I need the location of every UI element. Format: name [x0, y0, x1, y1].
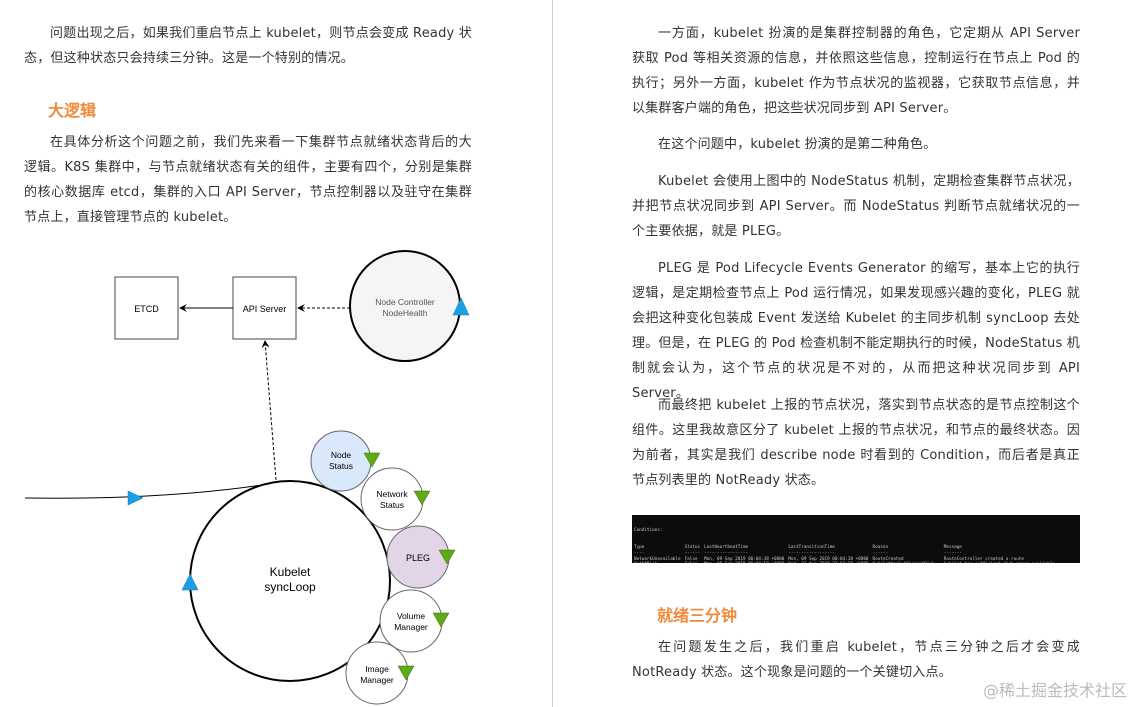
svg-text:Node Controller: Node Controller: [375, 297, 435, 307]
svg-text:Manager: Manager: [360, 675, 394, 685]
pleg-circle: PLEG: [386, 525, 456, 589]
table-cell: ------: [684, 550, 701, 556]
table-cell: Mon, 09 Sep 2019 00:04:57 +0800: [704, 562, 788, 563]
triangle-up-icon: [452, 297, 470, 316]
paragraph: 而最终把 kubelet 上报的节点状况，落实到节点状态的是节点控制这个组件。这…: [632, 398, 1080, 488]
table-row: OutOfDiskFalseMon, 09 Sep 2019 00:04:57 …: [634, 562, 1059, 563]
triangle-down-icon: [397, 665, 415, 681]
paragraph: 在这个问题中，kubelet 扮演的是第二种角色。: [658, 137, 937, 152]
paragraph: 在具体分析这个问题之前，我们先来看一下集群节点就绪状态背后的大逻辑。K8S 集群…: [24, 135, 472, 225]
section-heading: 大逻辑: [48, 101, 97, 120]
table-cell: KubeletHasSufficientDisk: [873, 562, 944, 563]
svg-text:Volume: Volume: [397, 611, 426, 621]
paragraph: 一方面，kubelet 扮演的是集群控制器的角色，它定期从 API Server…: [632, 26, 1080, 116]
triangle-up-icon: [181, 573, 199, 591]
svg-text:Status: Status: [380, 500, 404, 510]
network-status-circle: Network Status: [360, 467, 431, 531]
table-cell: False: [684, 556, 698, 562]
table-cell: OutOfDisk: [634, 562, 685, 563]
table-cell: ------------------: [788, 550, 835, 556]
svg-text:Node: Node: [331, 450, 352, 460]
node-status-circle: Node Status: [310, 430, 381, 492]
kubelet-to-api-arrow: [261, 340, 277, 481]
table-cell: Reason: [872, 544, 889, 550]
flow-curve: [24, 482, 276, 499]
watermark: @稀土掘金技术社区: [982, 681, 1127, 700]
table-cell: -------: [943, 550, 962, 556]
paragraph: Kubelet 会使用上图中的 NodeStatus 机制，定期检查集群节点状况…: [632, 174, 1080, 239]
section-heading: 就绪三分钟: [657, 606, 738, 625]
svg-text:Network: Network: [376, 489, 408, 499]
paragraph: 问题出现之后，如果我们重启节点上 kubelet，则节点会变成 Ready 状态…: [24, 26, 472, 66]
triangle-down-icon: [363, 452, 381, 468]
table-cell: ------: [872, 550, 889, 556]
triangle-right-icon: [127, 490, 144, 506]
table-separator-row: ----------------------------------------…: [634, 551, 1059, 557]
architecture-diagram: ETCD API Server Node Controller NodeHeal…: [24, 250, 470, 705]
kubelet-circle: Kubelet syncLoop: [181, 480, 391, 682]
paragraph: 在问题发生之后，我们重启 kubelet，节点三分钟之后才会变成 NotRead…: [632, 640, 1080, 680]
svg-text:syncLoop: syncLoop: [264, 580, 316, 594]
svg-text:API Server: API Server: [243, 304, 287, 314]
table-cell: Mon, 09 Sep 2019 00:04:38 +0800: [704, 556, 785, 562]
svg-text:ETCD: ETCD: [134, 304, 159, 314]
table-cell: Mon, 09 Sep 2019 00:04:38 +0800: [788, 556, 869, 562]
triangle-down-icon: [438, 549, 456, 565]
paragraph: PLEG 是 Pod Lifecycle Events Generator 的缩…: [632, 261, 1080, 401]
svg-text:PLEG: PLEG: [406, 553, 430, 563]
left-page: 问题出现之后，如果我们重启节点上 kubelet，则节点会变成 Ready 状态…: [0, 0, 552, 707]
page-divider: [552, 0, 553, 707]
table-cell: RouteCreated: [872, 556, 904, 562]
node-controller-circle: Node Controller NodeHealth: [349, 250, 470, 362]
svg-text:Manager: Manager: [394, 622, 428, 632]
svg-text:NodeHealth: NodeHealth: [383, 308, 428, 318]
api-server-box: API Server: [232, 276, 297, 340]
table-cell: ----: [634, 550, 645, 556]
table-cell: False: [685, 562, 705, 563]
table-cell: kubelet has sufficient disk space availa…: [944, 562, 1059, 563]
table-cell: LastTransitionTime: [788, 544, 835, 550]
svg-text:Image: Image: [365, 664, 389, 674]
image-manager-circle: Image Manager: [345, 641, 415, 705]
triangle-down-icon: [432, 612, 450, 628]
table-cell: Status: [684, 544, 701, 550]
volume-manager-circle: Volume Manager: [379, 589, 450, 653]
table-cell: RouteController created a route: [943, 556, 1024, 562]
table-cell: Type: [634, 544, 645, 550]
svg-text:Kubelet: Kubelet: [270, 565, 311, 579]
svg-text:Status: Status: [329, 461, 353, 471]
table-cell: NetworkUnavailable: [634, 556, 681, 562]
triangle-down-icon: [413, 490, 431, 506]
etcd-box: ETCD: [114, 276, 179, 340]
table-cell: Message: [943, 544, 962, 550]
table-cell: -----------------: [704, 550, 749, 556]
table-cell: Wed, 21 Aug 2019 22:03:18 +0800: [788, 562, 872, 563]
terminal-title: Conditions:: [634, 527, 663, 533]
table-cell: LastHeartbeatTime: [704, 544, 749, 550]
